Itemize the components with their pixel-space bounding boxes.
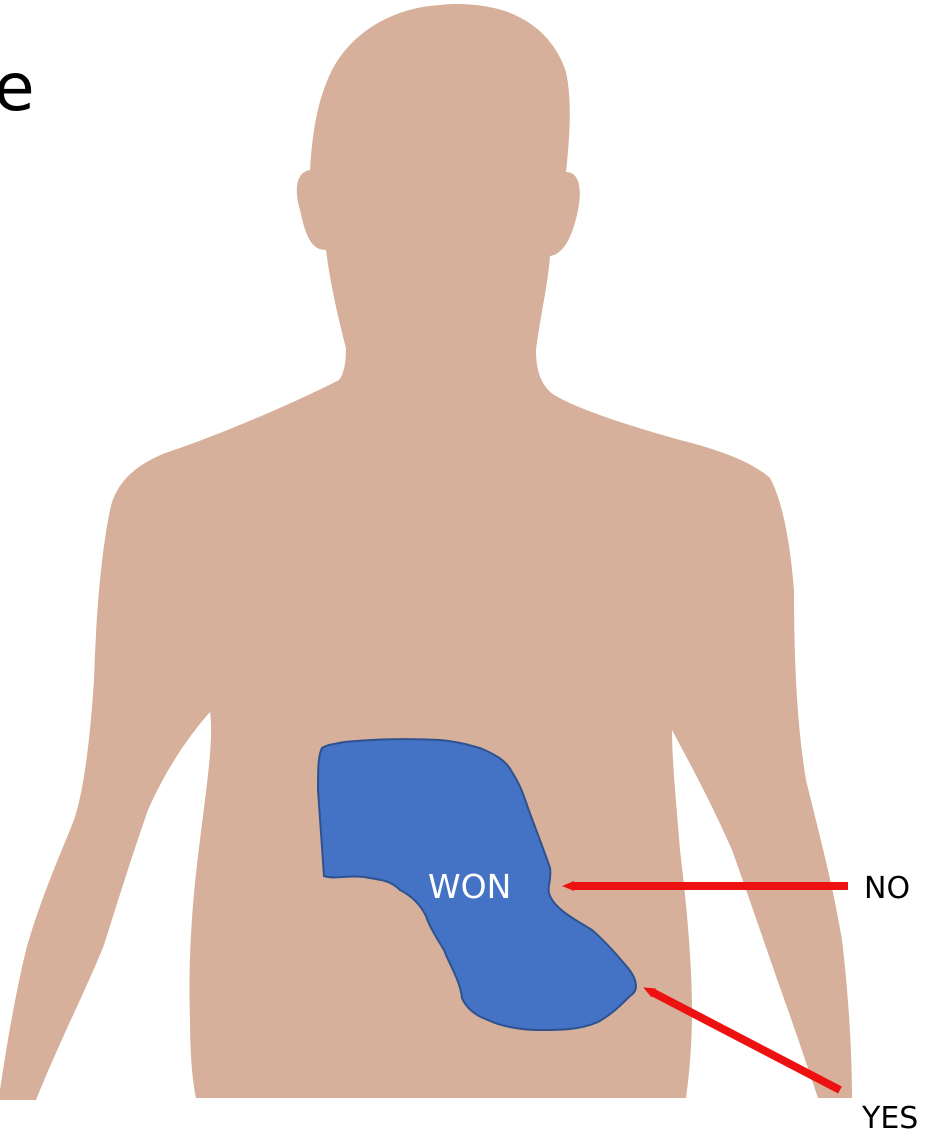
region-label-won: WON [428, 867, 511, 906]
arrow-label-no: NO [864, 871, 910, 906]
human-silhouette [0, 4, 852, 1100]
arrow-label-yes: YES [861, 1101, 918, 1136]
cropped-title-letter: e [0, 49, 35, 126]
